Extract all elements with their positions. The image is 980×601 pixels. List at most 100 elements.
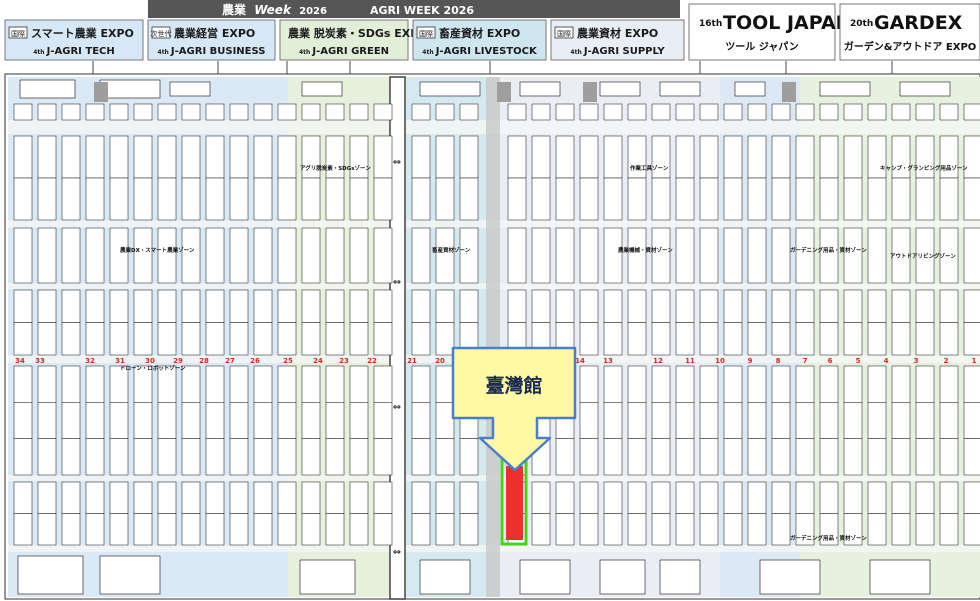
booth[interactable] xyxy=(349,103,369,121)
booth[interactable] xyxy=(349,322,369,356)
booth[interactable] xyxy=(675,289,695,323)
booth[interactable] xyxy=(507,135,527,179)
booth[interactable] xyxy=(85,513,105,546)
taiwan-pavilion-callout[interactable]: 臺灣館 xyxy=(451,346,577,546)
booth[interactable] xyxy=(301,402,321,439)
booth[interactable] xyxy=(699,438,719,476)
booth[interactable] xyxy=(579,402,599,439)
booth[interactable] xyxy=(459,513,479,546)
booth[interactable] xyxy=(651,402,671,439)
booth[interactable] xyxy=(771,438,791,476)
booth[interactable] xyxy=(915,289,935,323)
booth[interactable] xyxy=(435,322,455,356)
booth[interactable] xyxy=(723,289,743,323)
booth[interactable] xyxy=(843,481,863,514)
booth[interactable] xyxy=(963,513,980,546)
booth[interactable] xyxy=(299,559,356,595)
booth[interactable] xyxy=(435,103,455,121)
booth[interactable] xyxy=(891,227,911,284)
booth[interactable] xyxy=(37,103,57,121)
booth[interactable] xyxy=(579,289,599,323)
booth[interactable] xyxy=(109,227,129,284)
booth[interactable] xyxy=(37,135,57,179)
booth[interactable] xyxy=(603,135,623,179)
booth[interactable] xyxy=(157,177,177,221)
booth[interactable] xyxy=(627,402,647,439)
booth[interactable] xyxy=(599,81,641,97)
booth[interactable] xyxy=(627,513,647,546)
booth[interactable] xyxy=(819,177,839,221)
booth[interactable] xyxy=(651,177,671,221)
booth[interactable] xyxy=(531,177,551,221)
booth[interactable] xyxy=(301,177,321,221)
booth[interactable] xyxy=(133,402,153,439)
booth[interactable] xyxy=(603,438,623,476)
booth[interactable] xyxy=(109,513,129,546)
booth[interactable] xyxy=(899,81,951,97)
booth[interactable] xyxy=(373,289,393,323)
booth[interactable] xyxy=(325,177,345,221)
booth[interactable] xyxy=(747,177,767,221)
booth[interactable] xyxy=(759,559,821,595)
booth[interactable] xyxy=(205,438,225,476)
booth[interactable] xyxy=(915,322,935,356)
booth[interactable] xyxy=(867,402,887,439)
booth[interactable] xyxy=(747,289,767,323)
booth[interactable] xyxy=(843,135,863,179)
booth[interactable] xyxy=(205,322,225,356)
booth[interactable] xyxy=(963,322,980,356)
booth[interactable] xyxy=(277,227,297,284)
booth[interactable] xyxy=(519,559,571,595)
booth[interactable] xyxy=(771,513,791,546)
booth[interactable] xyxy=(13,402,33,439)
booth[interactable] xyxy=(435,135,455,179)
booth[interactable] xyxy=(651,103,671,121)
booth[interactable] xyxy=(603,289,623,323)
booth[interactable] xyxy=(253,103,273,121)
booth[interactable] xyxy=(723,322,743,356)
booth[interactable] xyxy=(747,322,767,356)
booth[interactable] xyxy=(699,402,719,439)
booth[interactable] xyxy=(61,513,81,546)
booth[interactable] xyxy=(627,365,647,403)
booth[interactable] xyxy=(181,322,201,356)
booth[interactable] xyxy=(771,365,791,403)
booth[interactable] xyxy=(699,365,719,403)
booth[interactable] xyxy=(531,513,551,546)
booth[interactable] xyxy=(819,513,839,546)
booth[interactable] xyxy=(253,322,273,356)
booth[interactable] xyxy=(747,135,767,179)
booth[interactable] xyxy=(157,135,177,179)
expo-header-0[interactable]: 国際スマート農業 EXPO4th J-AGRI TECH xyxy=(4,19,144,61)
booth[interactable] xyxy=(435,365,455,403)
booth[interactable] xyxy=(13,227,33,284)
booth[interactable] xyxy=(133,177,153,221)
booth[interactable] xyxy=(795,481,815,514)
booth[interactable] xyxy=(843,365,863,403)
booth[interactable] xyxy=(373,135,393,179)
booth[interactable] xyxy=(61,365,81,403)
booth[interactable] xyxy=(579,177,599,221)
booth[interactable] xyxy=(771,227,791,284)
booth[interactable] xyxy=(659,559,701,595)
booth[interactable] xyxy=(795,135,815,179)
booth[interactable] xyxy=(939,365,959,403)
booth[interactable] xyxy=(699,322,719,356)
booth[interactable] xyxy=(253,481,273,514)
booth[interactable] xyxy=(651,513,671,546)
booth[interactable] xyxy=(133,438,153,476)
booth[interactable] xyxy=(349,365,369,403)
booth[interactable] xyxy=(555,177,575,221)
booth[interactable] xyxy=(795,365,815,403)
booth[interactable] xyxy=(205,289,225,323)
booth[interactable] xyxy=(13,103,33,121)
booth[interactable] xyxy=(891,289,911,323)
booth[interactable] xyxy=(205,227,225,284)
booth[interactable] xyxy=(891,103,911,121)
booth[interactable] xyxy=(579,322,599,356)
booth[interactable] xyxy=(109,289,129,323)
booth[interactable] xyxy=(603,227,623,284)
booth[interactable] xyxy=(891,322,911,356)
booth[interactable] xyxy=(61,438,81,476)
booth[interactable] xyxy=(157,438,177,476)
